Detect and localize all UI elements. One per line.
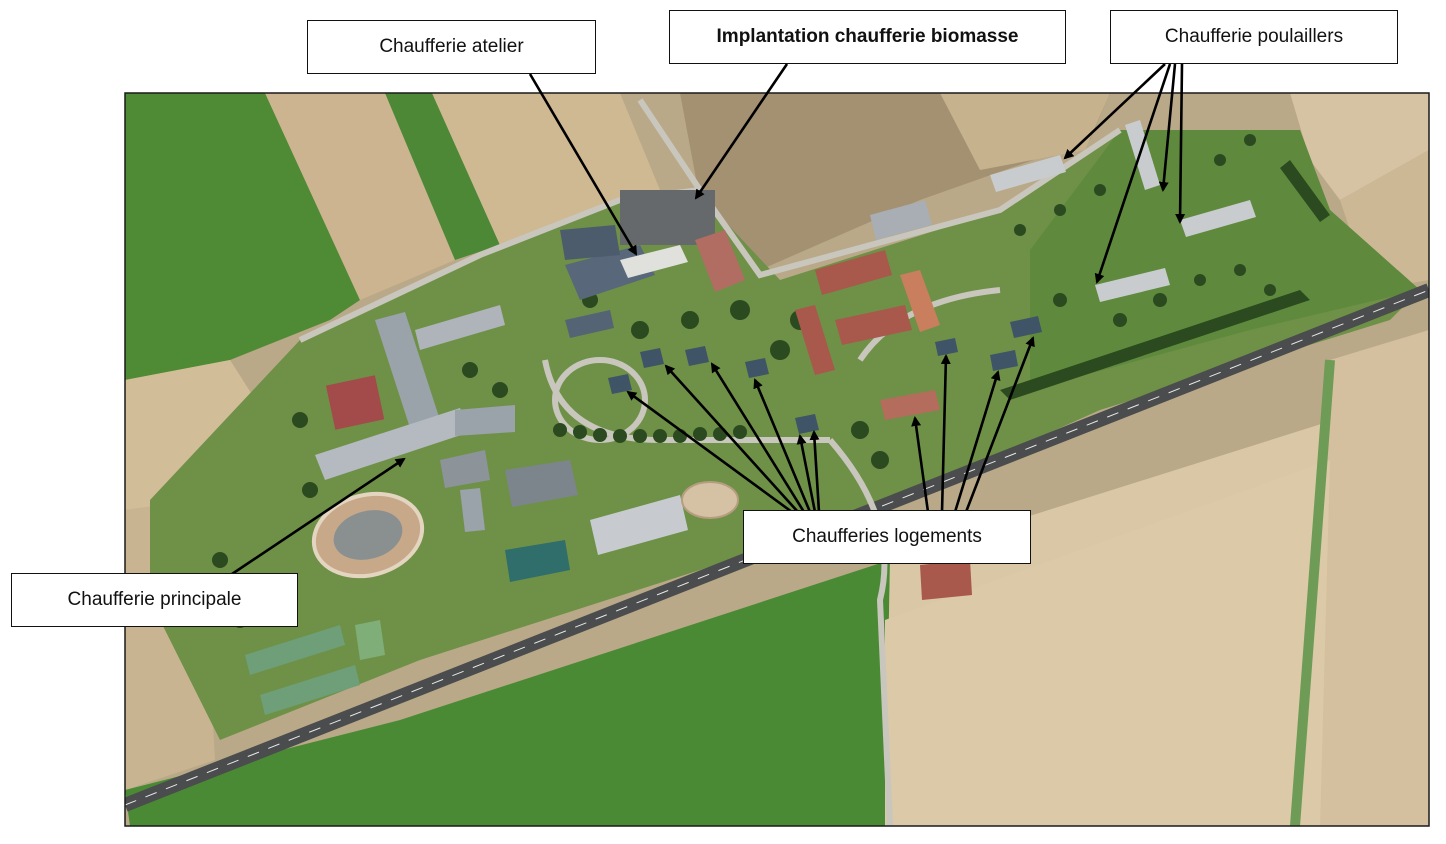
arrow-atelier xyxy=(528,73,638,256)
buildings xyxy=(245,120,1256,715)
trees xyxy=(212,134,1330,628)
arrow-logements-10 xyxy=(964,336,1035,513)
label-chaufferie-principale: Chaufferie principale xyxy=(11,573,298,627)
label-chaufferies-logements-text: Chaufferies logements xyxy=(792,526,982,547)
arrow-logements-8 xyxy=(940,354,951,513)
arrow-poulaillers-2 xyxy=(1158,63,1177,192)
label-chaufferies-logements: Chaufferies logements xyxy=(743,510,1031,564)
arrow-poulaillers-1 xyxy=(1063,63,1166,160)
label-chaufferie-atelier-text: Chaufferie atelier xyxy=(379,36,524,57)
arrow-poulaillers-4 xyxy=(1094,63,1172,284)
arrow-logements-7 xyxy=(911,416,930,513)
arrow-logements-2 xyxy=(664,364,799,513)
label-chaufferie-poulaillers-text: Chaufferie poulaillers xyxy=(1164,26,1344,47)
pointer-arrows xyxy=(231,63,1186,576)
arrow-logements-1 xyxy=(626,390,793,514)
arrow-logements-6 xyxy=(809,430,821,513)
label-chaufferie-poulaillers: Chaufferie poulaillers xyxy=(1110,10,1398,64)
arrow-logements-4 xyxy=(753,378,812,513)
arrow-logements-5 xyxy=(796,434,817,513)
label-chaufferie-atelier: Chaufferie atelier xyxy=(307,20,596,74)
arrow-principale xyxy=(231,457,406,576)
label-chaufferie-principale-text: Chaufferie principale xyxy=(67,589,242,610)
sports-facilities xyxy=(311,375,739,579)
arrow-logements-9 xyxy=(953,370,1001,513)
label-implantation-biomasse: Implantation chaufferie biomasse xyxy=(669,10,1066,64)
arrow-logements-3 xyxy=(710,362,806,513)
arrow-biomasse xyxy=(694,63,789,200)
arrow-poulaillers-3 xyxy=(1175,63,1186,224)
parking-lot xyxy=(620,190,715,245)
map-frame xyxy=(124,92,1430,827)
label-implantation-biomasse-text: Implantation chaufferie biomasse xyxy=(716,26,1019,47)
aerial-photo xyxy=(125,93,1429,826)
